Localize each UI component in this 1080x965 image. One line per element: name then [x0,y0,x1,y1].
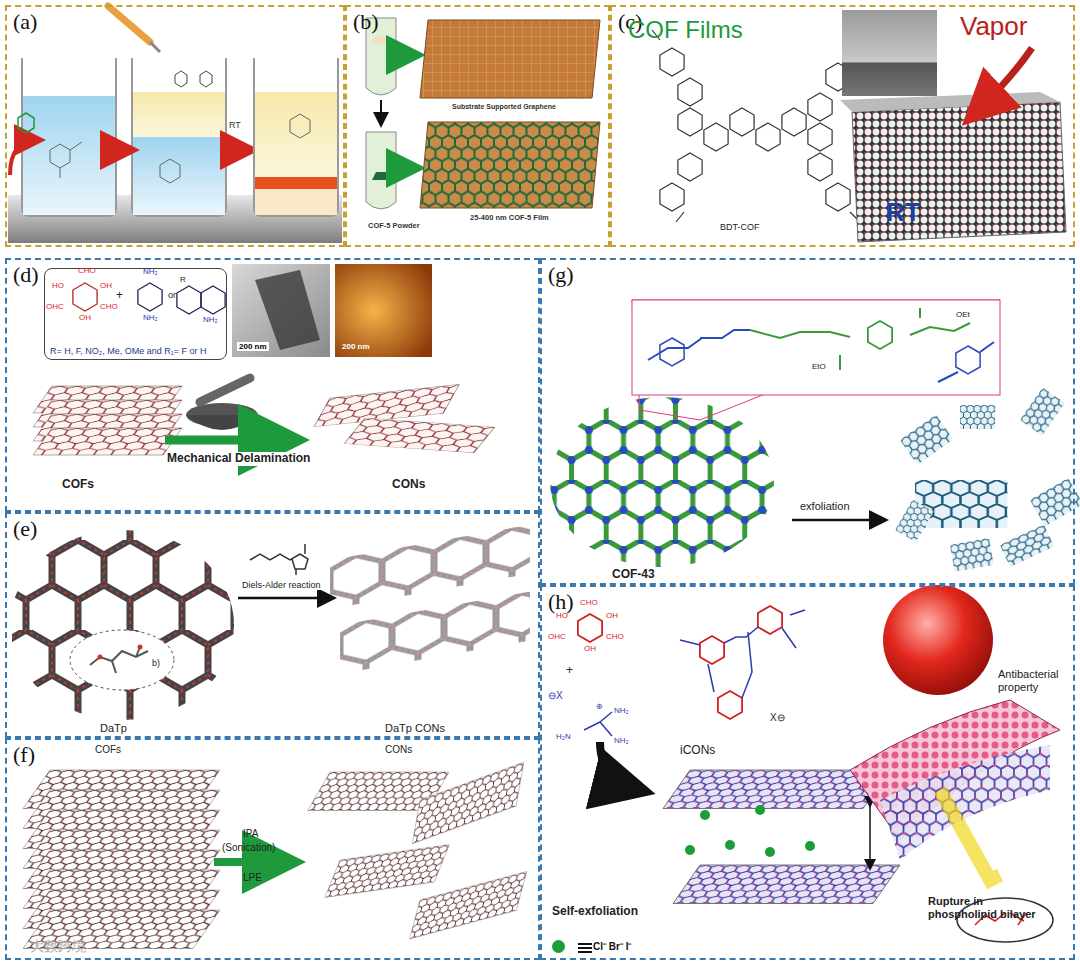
figure-label: NH₂ [614,736,629,745]
figure-label: CHO [580,598,598,607]
figure-label: CHO [606,632,624,641]
figure-label: OH [606,611,618,620]
panel-c-images [840,10,1066,242]
panel-a-art [8,6,342,243]
figure-label: IPA [243,828,258,840]
figure-label: OEt [956,310,970,319]
panel-frame: (g) [540,258,1075,585]
figure-label: DaTp [100,722,127,735]
structure-inset: R= H, F, NO₂, Me, OMe and R₁= F or H [44,268,227,360]
figure-label: exfoliation [800,500,850,513]
panel-frame: (e) [5,512,540,738]
figure-label: OHC [46,302,64,311]
panel-frame: (a) [5,5,345,247]
figure-label: CHO [78,266,96,275]
figure-label: + [566,664,573,678]
panel-letter: (b) [347,7,385,37]
figure-label: Mechanical Delamination [165,452,312,466]
figure-label: Rupture in phospholipid bilayer [928,895,1048,920]
figure-label: Self-exfoliation [552,905,638,919]
panel-letter: (e) [7,514,43,544]
figure-label: H₂N [556,732,571,741]
figure-label: NH₂ [143,313,158,322]
figure-label: OH [100,281,112,290]
panel-letter: (d) [7,260,45,290]
figure-label: EtO [812,362,826,371]
figure-label: NH₂ [143,267,158,276]
figure-label: Antibacterial property [998,668,1070,693]
figure-label: RT [229,120,241,130]
figure-label: R [180,275,186,284]
figure-label: NH₂ [614,706,629,715]
panel-frame: (d) R= H, F, NO₂, Me, OMe and R₁= F or H [5,258,540,512]
figure-label: iCONs [680,744,715,758]
figure-label: b) [150,658,162,668]
figure-label: CONs [392,478,425,492]
figure-label: Diels-Alder reaction [240,580,323,590]
figure-label: BDT-COF [720,222,760,232]
figure-label: ⊖X [548,690,563,702]
figure-label: + [116,289,123,303]
panel-frame: (h) [540,585,1075,960]
figure-label: Vapor [960,12,1027,42]
substituent-note: R= H, F, NO₂, Me, OMe and R₁= F or H [50,346,221,356]
panel-h-art [578,585,1060,952]
panel-d-art [33,264,495,455]
figure-label: DaTp CONs [385,722,445,735]
figure-label: HO [52,281,64,290]
figure-label: CHO [100,302,118,311]
panel-letter: (g) [542,260,580,290]
figure-label: (Sonication) [222,842,275,854]
figure-label: RT [886,198,921,228]
figure-label: COF-43 [612,568,655,582]
figure-label: 200 nm [342,342,370,351]
figure-label: 25-400 nm COF-5 Film [470,214,549,223]
panel-frame: (b) [345,5,610,247]
legend-row: Cl⁻ Br⁻ I⁻ [552,940,631,953]
figure-label: OH [584,644,596,653]
panel-b-art [366,18,600,209]
legend-swatch [552,940,565,953]
figure-label: OHC [548,632,566,641]
figure-label: NH₂ [203,315,218,324]
figure-label: 200 nm [237,342,269,351]
figure-label: COFs [95,744,121,756]
legend-text: Cl⁻ Br⁻ I⁻ [593,941,631,953]
figure-label: 大数跨境 [30,938,86,954]
figure-label: or [168,290,176,300]
panel-e-art [12,525,530,720]
figure-label: CONs [385,744,412,756]
figure-label: COFs [62,478,94,492]
figure-label: LPE [243,872,262,884]
figure-label: HO [556,611,568,620]
figure-label: ⊕ [596,702,603,711]
panel-f-art [23,762,527,948]
figure-label: Substrate Supported Graphene [452,103,556,111]
panel-g-art [550,300,1080,572]
panel-letter: (a) [7,7,43,37]
figure-label: OH [79,313,91,322]
figure-label: COF Films [628,16,743,44]
panel-c-art [652,30,858,222]
panel-letter: (f) [7,740,41,770]
figure-label: COF-5 Powder [368,222,420,231]
figure-label: X⊖ [770,712,785,724]
